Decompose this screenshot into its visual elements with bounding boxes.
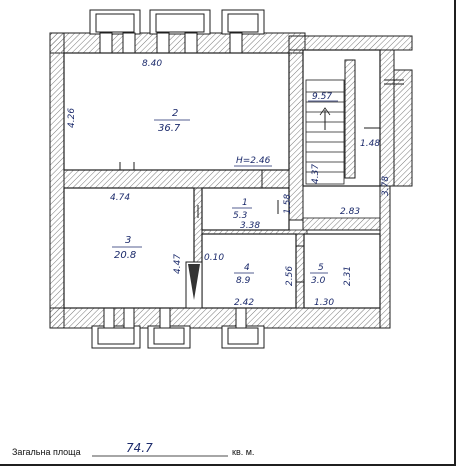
room-1-number: 1 xyxy=(242,198,248,208)
room-2-number: 2 xyxy=(172,108,178,119)
total-area-label: Загальна площа xyxy=(12,447,81,457)
total-area-value: 74.7 xyxy=(126,441,153,455)
dim-0-10: 0.10 xyxy=(204,253,224,263)
dim-4-26: 4.26 xyxy=(67,108,77,128)
partition-1-4 xyxy=(201,229,308,235)
room-2-area: 36.7 xyxy=(158,123,181,134)
room-5-floor xyxy=(303,233,381,309)
bottom-windows xyxy=(91,307,265,349)
top-windows xyxy=(89,9,265,54)
room-4-number: 4 xyxy=(244,263,250,273)
room-3-floor xyxy=(63,187,195,309)
dim-1-58: 1.58 xyxy=(283,194,293,214)
stair-wall xyxy=(344,59,356,179)
dim-2-56: 2.56 xyxy=(285,266,295,286)
stair-treads xyxy=(305,79,345,185)
total-area-footer: Загальна площа 74.7 кв. м. xyxy=(12,441,254,457)
stair-hall-area: 9.57 xyxy=(312,92,332,102)
dim-4-74: 4.74 xyxy=(110,193,130,203)
dim-h-2-46: H=2.46 xyxy=(236,156,271,166)
total-area-unit: кв. м. xyxy=(232,447,254,457)
dim-3-78: 3.78 xyxy=(381,176,391,196)
dimension-labels: 8.40 4.26 H=2.46 4.74 1.58 3.38 4.47 0.1… xyxy=(67,59,391,308)
dim-3-38: 3.38 xyxy=(240,221,260,231)
dim-8-40: 8.40 xyxy=(142,59,162,69)
room-4-floor xyxy=(201,233,297,309)
room-5-number: 5 xyxy=(318,263,324,273)
room-3-area: 20.8 xyxy=(114,250,136,261)
outer-walls xyxy=(49,32,413,329)
partition-4-5 xyxy=(295,233,305,309)
dim-1-30: 1.30 xyxy=(314,298,334,308)
niche-hatched xyxy=(185,261,203,309)
dim-4-37: 4.37 xyxy=(311,164,321,184)
room-labels: 2 36.7 1 5.3 3 20.8 4 8.9 5 3.0 9.57 xyxy=(112,92,338,286)
dim-2-83: 2.83 xyxy=(340,207,360,217)
room-3-number: 3 xyxy=(125,235,131,246)
room-1-floor xyxy=(201,187,290,231)
partition-corridor xyxy=(302,217,381,231)
room-5-area: 3.0 xyxy=(311,276,326,286)
room-1-area: 5.3 xyxy=(233,211,248,221)
door-marks xyxy=(119,127,380,283)
dim-4-47: 4.47 xyxy=(173,254,183,274)
room-2-floor xyxy=(63,52,290,171)
dim-1-48: 1.48 xyxy=(360,139,380,149)
dim-2-42: 2.42 xyxy=(234,298,254,308)
right-bay xyxy=(393,69,413,187)
room-4-area: 8.9 xyxy=(236,276,251,286)
dim-2-31: 2.31 xyxy=(343,266,353,286)
